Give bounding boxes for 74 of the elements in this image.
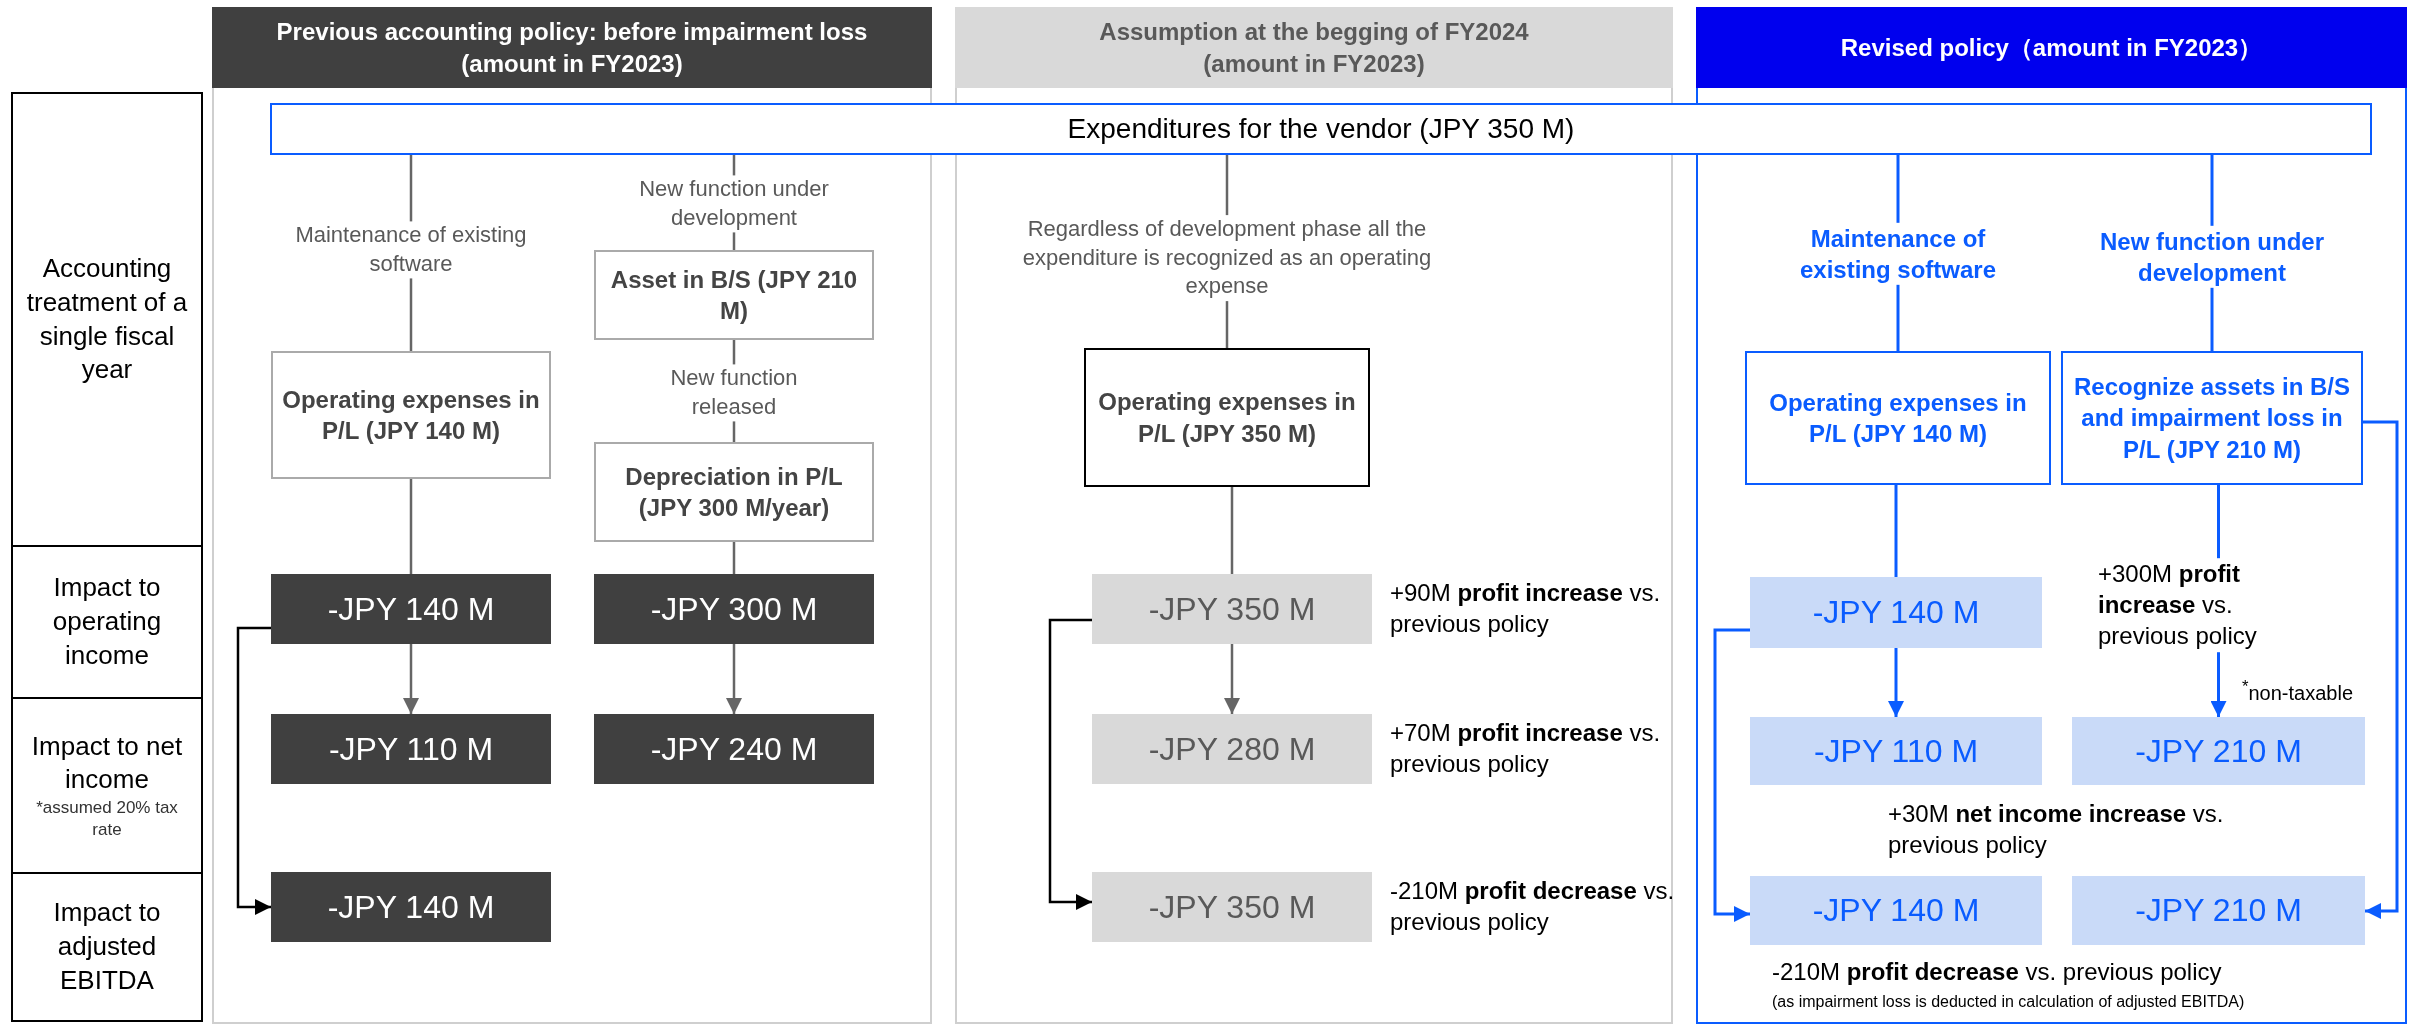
note-text: -210M profit decrease vs. previous policy [1390, 876, 1676, 938]
process-box [594, 250, 874, 340]
process-box [2061, 351, 2363, 485]
box-text: Operating expenses in P/L (JPY 140 M) [281, 384, 541, 446]
amount-text: -JPY 140 M [327, 888, 495, 926]
process-box [1745, 351, 2051, 485]
box-text: Depreciation in P/L (JPY 300 M/year) [624, 461, 844, 523]
box-text: Impact to operating income [51, 571, 163, 672]
footnote-text: *assumed 20% tax rate [35, 797, 179, 842]
box-text: Impact to adjusted EBITDA [52, 896, 162, 997]
box-text: Assumption at the begging of FY2024 (amount in FY2023) [1098, 17, 1530, 79]
amount-box [1750, 717, 2042, 785]
connector-line [1230, 487, 1234, 574]
process-box [271, 351, 551, 479]
column-header [955, 7, 1673, 88]
note-text: -210M profit decrease vs. previous policy [1772, 957, 2223, 987]
row-header [11, 545, 203, 699]
arrow [236, 626, 271, 915]
footnote-text: $^{*}$non-taxable [2242, 676, 2354, 706]
arrow [1713, 628, 1750, 922]
arrow [726, 644, 742, 714]
row-header [11, 872, 203, 1022]
amount-box [2072, 876, 2365, 945]
amount-box [1092, 574, 1372, 644]
amount-box [594, 714, 874, 784]
box-text: Expenditures for the vendor (JPY 350 M) [1067, 113, 1575, 145]
box-text: Recognize assets in B/S and impairment loss in P/L (JPY 210 M) [2072, 372, 2352, 465]
amount-text: -JPY 110 M [328, 730, 494, 768]
amount-text: -JPY 210 M [2135, 732, 2302, 770]
box-text: Accounting treatment of a single fiscal year [25, 251, 189, 387]
amount-text: -JPY 140 M [1812, 892, 1980, 929]
amount-box [271, 574, 551, 644]
process-box [270, 103, 2372, 155]
box-text: Previous accounting policy: before impairment loss (amount in FY2023) [275, 17, 869, 79]
amount-box [271, 714, 551, 784]
arrow [403, 644, 419, 714]
arrow [1048, 618, 1092, 910]
row-header [11, 92, 203, 547]
box-text: Revised policy（amount in FY2023） [1840, 32, 2263, 63]
box-text: Asset in B/S (JPY 210 M) [609, 264, 859, 326]
box-text: Impact to net income [30, 729, 184, 797]
process-box [594, 442, 874, 542]
row-header [11, 697, 203, 874]
connector-line [409, 479, 413, 574]
amount-box [594, 574, 874, 644]
amount-text: -JPY 280 M [1148, 730, 1316, 768]
arrow [1888, 648, 1904, 717]
amount-box [1092, 714, 1372, 784]
amount-text: -JPY 240 M [650, 730, 818, 768]
connector-line [732, 542, 736, 574]
amount-text: -JPY 210 M [2135, 892, 2302, 929]
process-box [1084, 348, 1370, 487]
amount-text: -JPY 110 M [1813, 732, 1979, 770]
amount-box [271, 872, 551, 942]
amount-box [1750, 577, 2042, 648]
amount-text: -JPY 300 M [650, 590, 818, 628]
amount-text: -JPY 350 M [1148, 888, 1316, 926]
amount-box [2072, 717, 2365, 785]
amount-text: -JPY 140 M [327, 590, 495, 628]
column-header [212, 7, 932, 88]
amount-box [1750, 876, 2042, 945]
amount-text: -JPY 140 M [1812, 594, 1980, 631]
amount-text: -JPY 350 M [1148, 590, 1316, 628]
box-text: Operating expenses in P/L (JPY 140 M) [1768, 387, 2028, 449]
note-text: (as impairment loss is deducted in calculation of adjusted EBITDA) [1772, 992, 2246, 1012]
column-header [1696, 7, 2407, 88]
connector-line [1894, 485, 1898, 577]
note-text: +30M net income increase vs. previous policy [1888, 799, 2225, 861]
note-text: +90M profit increase vs. previous policy [1390, 578, 1662, 640]
arrow [1224, 644, 1240, 714]
amount-box [1092, 872, 1372, 942]
box-text: Operating expenses in P/L (JPY 350 M) [1097, 387, 1357, 449]
arrow [2363, 420, 2399, 919]
note-text: +70M profit increase vs. previous policy [1390, 718, 1662, 780]
